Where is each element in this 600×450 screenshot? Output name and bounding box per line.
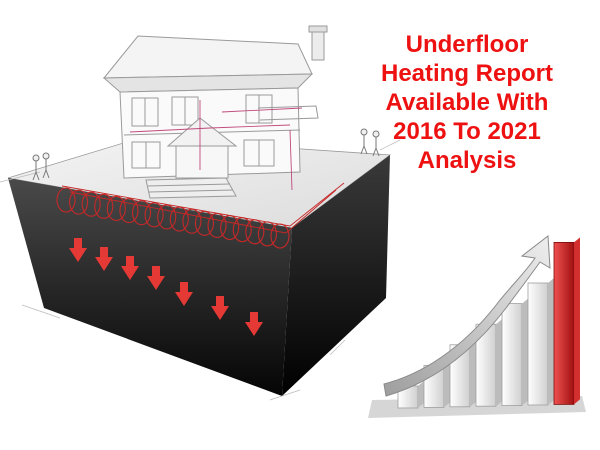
growth-bar — [527, 282, 549, 406]
headline-line: 2016 To 2021 — [393, 118, 541, 145]
heat-arrow-icon — [121, 256, 139, 280]
pipe-coil — [69, 189, 89, 215]
headline-line: Analysis — [417, 147, 517, 174]
pipe-coil — [220, 214, 240, 241]
pipe-coil — [106, 195, 126, 222]
headline-line: Underfloor — [405, 31, 529, 58]
pipe-coil — [131, 200, 152, 226]
pipe-coil — [144, 202, 164, 228]
growth-bar-icon — [368, 235, 586, 418]
heat-arrow-icon — [175, 282, 193, 306]
growth-bar-side — [418, 381, 424, 408]
heat-arrow-icon — [69, 238, 87, 262]
rising-arrow-icon — [383, 235, 551, 397]
growth-bar-side — [496, 319, 502, 407]
pipe-coil — [169, 206, 189, 232]
heat-arrows — [69, 238, 263, 336]
pipe-coil — [182, 208, 202, 234]
house-wireframe — [102, 25, 328, 199]
pipe-coil — [270, 223, 290, 249]
pipe-coil — [81, 191, 101, 217]
pipe-coil — [119, 198, 139, 224]
pipe-coil — [194, 210, 215, 236]
scale-figures — [32, 128, 380, 181]
heat-arrow-icon — [95, 247, 113, 271]
pipe-coil — [245, 219, 265, 245]
growth-bar-side — [444, 360, 450, 408]
heat-arrow-icon — [147, 266, 165, 290]
heat-arrow-icon — [245, 312, 263, 336]
pipe-coil — [157, 204, 177, 230]
report-headline: Underfloor Heating Report Available With… — [372, 30, 562, 175]
underfloor-pipe-coils — [56, 182, 345, 249]
growth-bar — [553, 241, 575, 405]
growth-bar-side — [470, 339, 476, 407]
headline-line: Available With — [385, 89, 549, 116]
pipe-coil — [257, 221, 277, 247]
heat-arrow-icon — [211, 296, 229, 320]
pipe-coil — [56, 187, 76, 213]
pipe-coil — [232, 217, 252, 243]
growth-bar — [501, 303, 523, 407]
growth-bar-side — [522, 298, 528, 406]
pipe-coil — [207, 212, 227, 238]
headline-line: Heating Report — [380, 60, 553, 87]
pipe-coil — [94, 193, 114, 219]
growth-bar-side — [574, 237, 580, 405]
growth-bar-side — [548, 278, 554, 405]
